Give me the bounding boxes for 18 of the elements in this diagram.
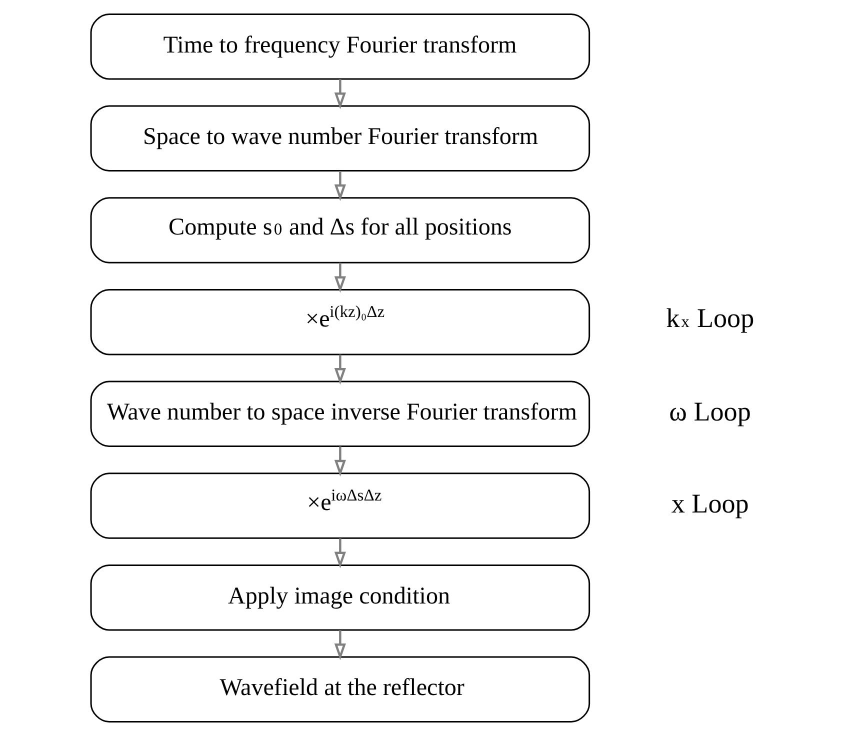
node-box: Compute s0 and Δs for all positions: [90, 197, 590, 264]
node-box: Space to wave number Fourier transform: [90, 105, 590, 172]
node-box: ×e$^{iωΔsΔz}$: [90, 472, 590, 539]
arrow: [334, 630, 346, 660]
arrow: [334, 354, 346, 385]
label: x Loop: [670, 488, 748, 518]
node-box: Wave number to space inverse Fourier transform: [90, 380, 590, 448]
node-box: ×e$^{i(kz)₀Δz}$: [90, 288, 590, 356]
arrow: [334, 446, 346, 476]
arrow: [334, 538, 346, 568]
node-box: Time to frequency Fourier transform: [90, 13, 590, 80]
node-box: Wavefield at the reflector: [90, 656, 590, 723]
arrow: [334, 171, 346, 201]
label: ω Loop: [668, 396, 750, 427]
arrow: [334, 79, 346, 110]
arrow: [334, 262, 346, 293]
node-box: Apply image condition: [90, 564, 590, 631]
label: kx Loop: [666, 303, 754, 334]
